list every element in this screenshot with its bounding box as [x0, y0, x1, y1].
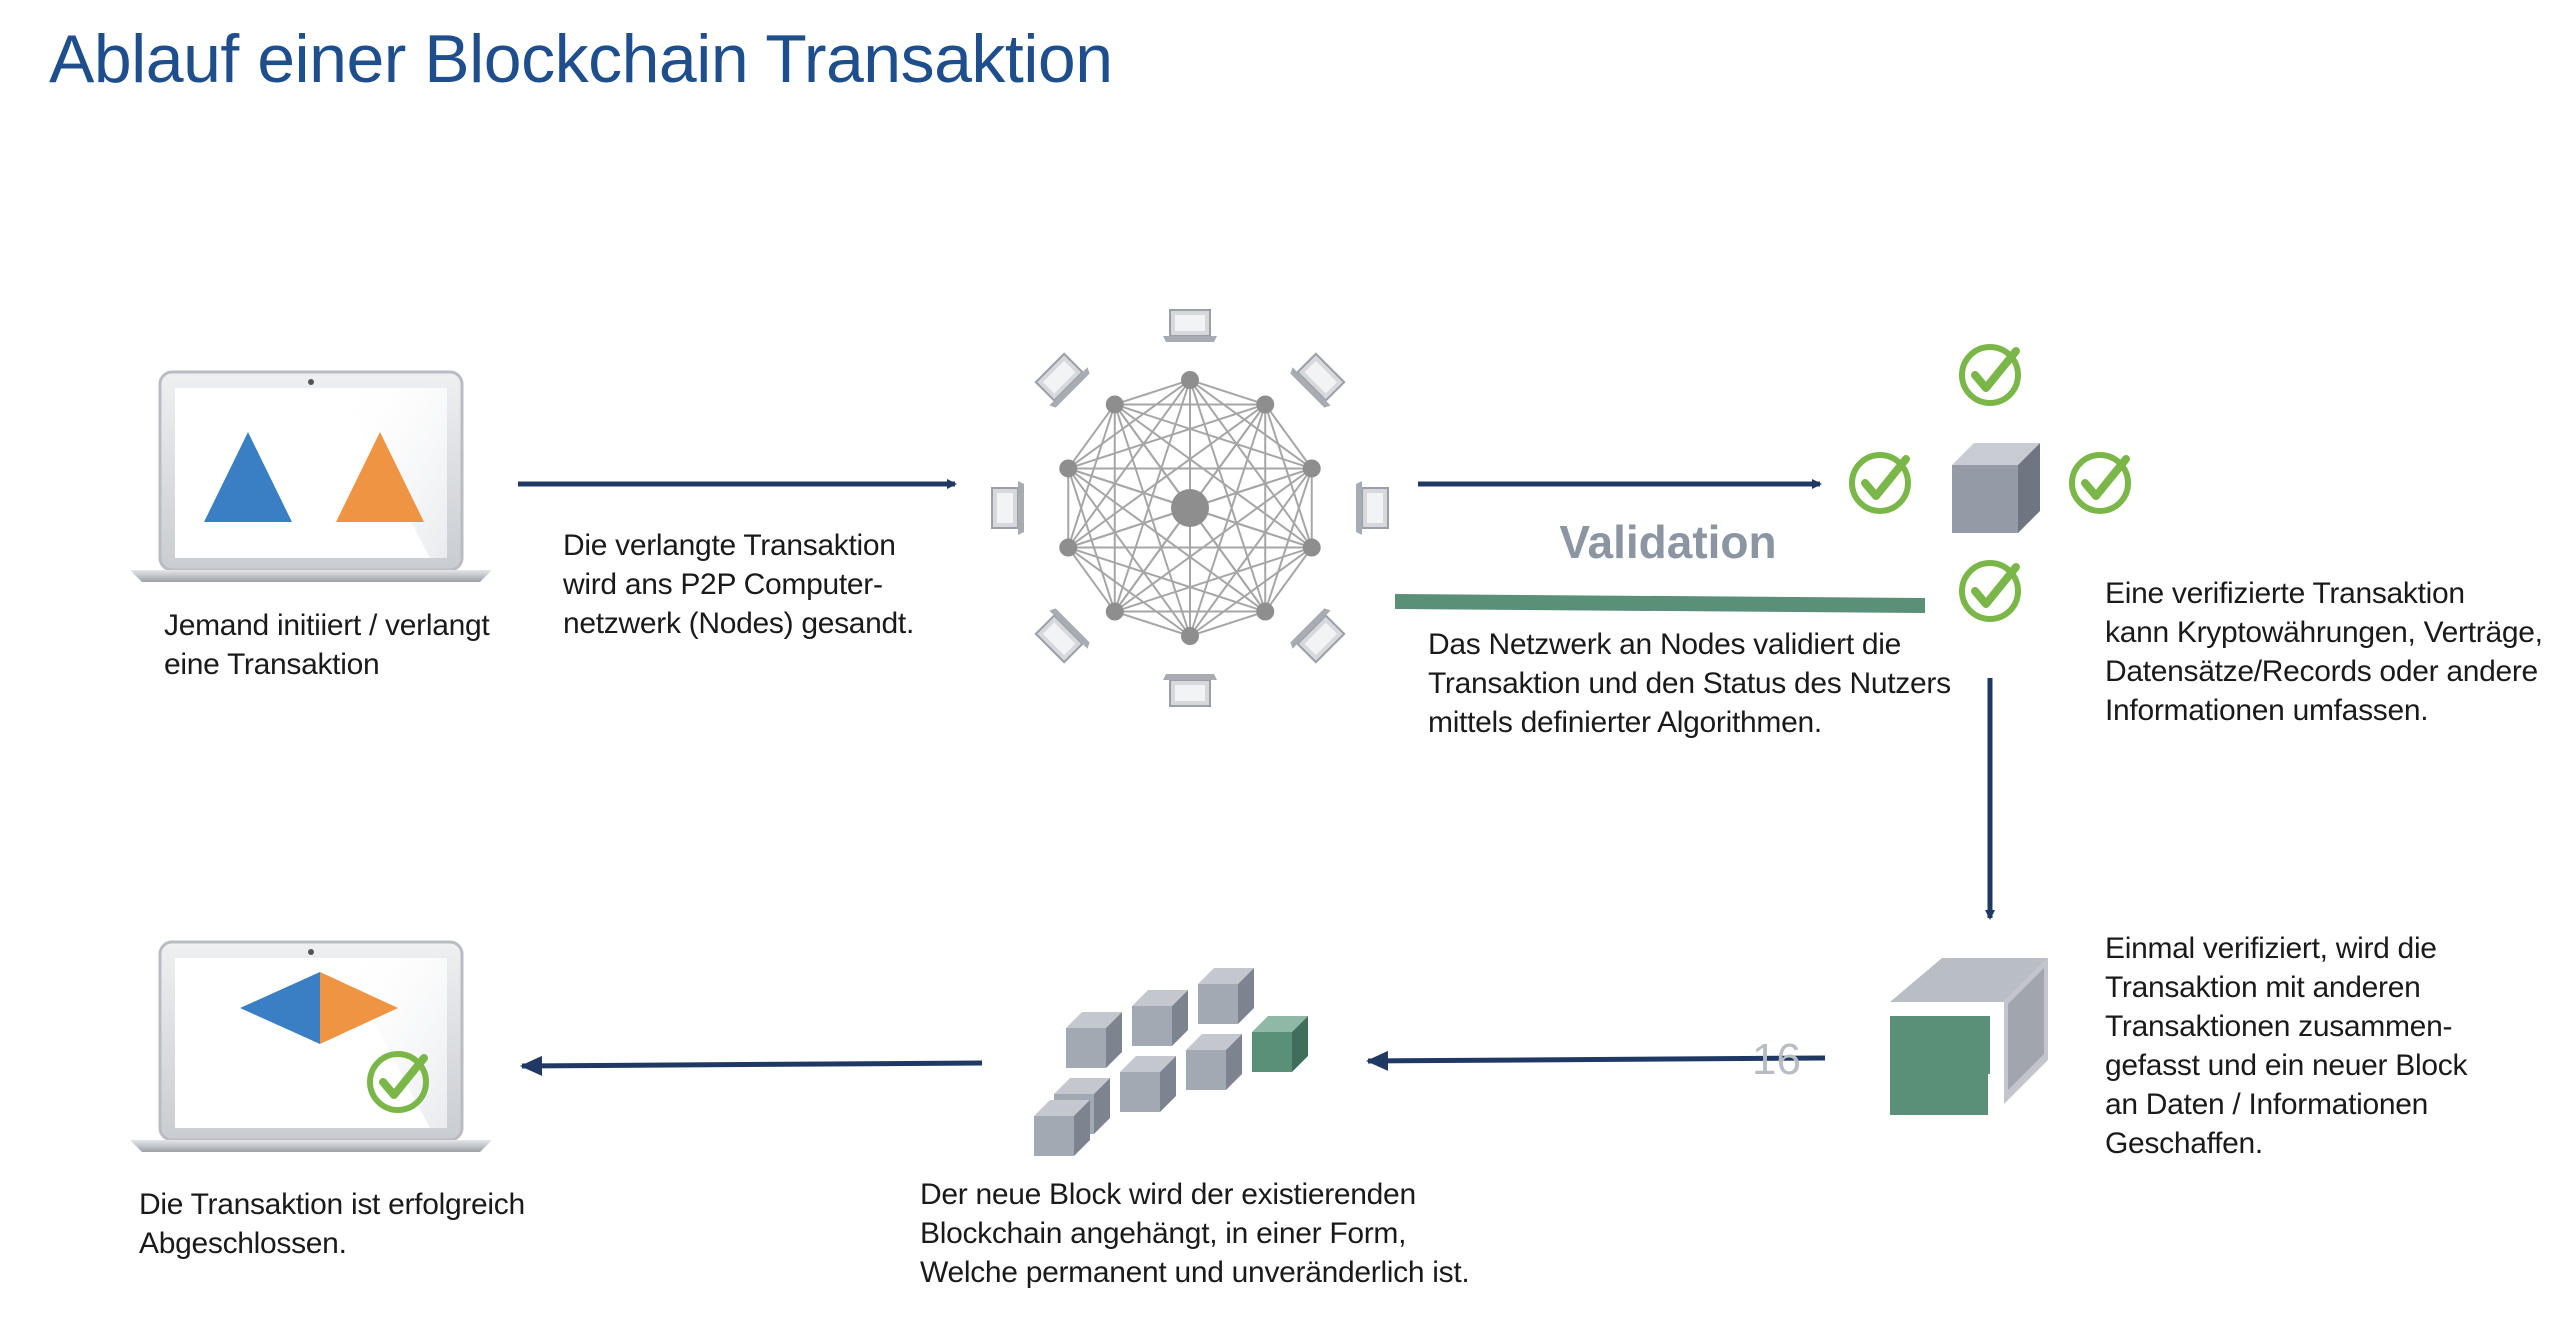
laptop-icon: [130, 940, 492, 1152]
network-laptop-icon: [1162, 673, 1218, 707]
blockchain-icon: [1034, 968, 1308, 1156]
check-icon: [1962, 347, 2018, 403]
blue-triangle-shape: [204, 432, 292, 522]
network-node: [1302, 538, 1321, 557]
check-icon: [1852, 455, 1908, 511]
network-node: [1059, 538, 1078, 557]
step-send-text: Die verlangte Transaktion wird ans P2P C…: [563, 529, 915, 640]
arrow-left-icon: [1366, 1050, 1826, 1071]
network-node: [1105, 602, 1124, 621]
check-icon: [2072, 455, 2128, 511]
network-laptop-icon: [1287, 605, 1351, 669]
network-node: [1256, 395, 1275, 414]
network-laptop-icon: [1029, 347, 1093, 411]
validation-label: Validation: [1559, 516, 1777, 568]
network-nodes-icon: [991, 309, 1389, 707]
network-node: [1105, 395, 1124, 414]
network-node: [1256, 602, 1275, 621]
page-number: 16: [1752, 1035, 1801, 1084]
network-laptop-icon: [1287, 347, 1351, 411]
orange-triangle-shape: [336, 432, 424, 522]
network-node: [1181, 627, 1199, 645]
network-laptop-icon: [1162, 309, 1218, 343]
step-verified-text: Eine verifizierte Transaktion kann Krypt…: [2105, 577, 2543, 727]
network-laptop-icon: [991, 480, 1025, 536]
laptop-icon: [130, 370, 492, 582]
block-front-face: [1890, 1017, 1988, 1115]
network-node: [1302, 459, 1321, 478]
page-title: Ablauf einer Blockchain Transaktion: [49, 21, 1113, 97]
check-icon: [1962, 563, 2018, 619]
step-new-block-text: Einmal verifiziert, wird die Transaktion…: [2105, 932, 2468, 1160]
blue-shape: [240, 972, 320, 1044]
network-laptop-icon: [1029, 605, 1093, 669]
validation-bar: [1395, 594, 1925, 613]
network-node: [1181, 371, 1199, 389]
step-initiate-text: Jemand initiiert / verlangt eine Transak…: [164, 609, 490, 681]
step-complete-text: Die Transaktion ist erfolgreich Abgeschl…: [139, 1188, 525, 1260]
network-hub-node: [1171, 489, 1209, 527]
network-node: [1059, 459, 1078, 478]
step-append-text: Der neue Block wird der existierenden Bl…: [920, 1178, 1470, 1289]
orange-shape: [320, 972, 398, 1044]
step-validate-text: Das Netzwerk an Nodes validiert die Tran…: [1428, 628, 1951, 739]
network-laptop-icon: [1355, 480, 1389, 536]
cube-icon: [1952, 443, 2040, 533]
arrow-left-icon: [520, 1055, 983, 1076]
